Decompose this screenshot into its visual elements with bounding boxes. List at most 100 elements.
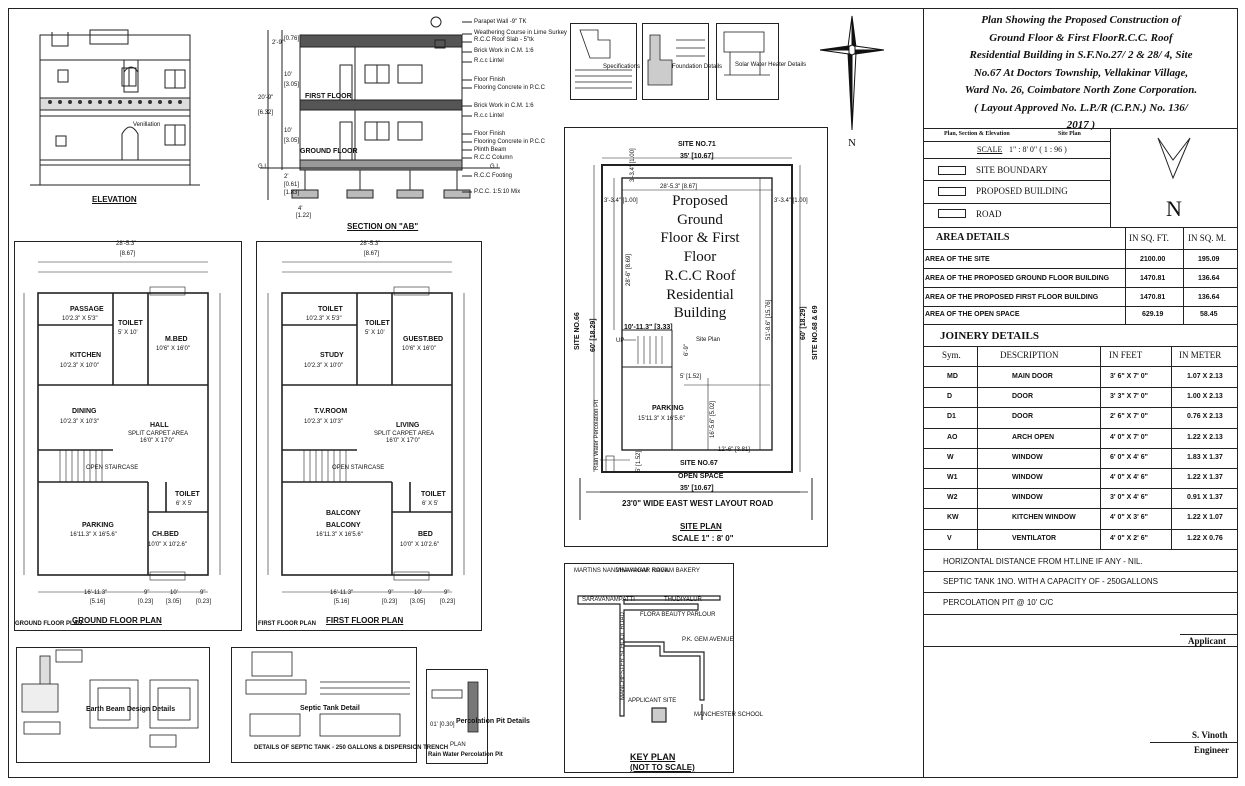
joinery-desc: WINDOW <box>1012 453 1043 461</box>
site-no-top: SITE NO.71 <box>678 141 716 148</box>
joinery-desc: VENTILATOR <box>1012 534 1057 542</box>
ff-staircase: OPEN STAIRCASE <box>332 465 385 471</box>
divider <box>923 227 1238 228</box>
gf-room-hall-area: SPLIT CARPET AREA <box>128 431 189 437</box>
ff-room-study: STUDY <box>320 352 344 359</box>
joinery-meter: 1.22 X 0.76 <box>1187 534 1223 542</box>
ff-room-balcony2: BALCONY <box>326 522 361 529</box>
legend-header-left: Plan, Section & Elevation <box>944 131 1010 137</box>
joinery-sym: V <box>947 534 952 542</box>
title-line-3: Residential Building in S.F.No.27/ 2 & 2… <box>969 49 1193 61</box>
divider <box>923 141 1110 142</box>
note-3: PERCOLATION PIT @ 10' C/C <box>943 598 1054 607</box>
ff-room-guestbed: GUEST.BED <box>403 336 444 343</box>
joinery-feet: 2' 6" X 7' 0" <box>1110 413 1148 421</box>
solar-label: Solar Water Heater Details <box>735 62 807 68</box>
solar-box <box>716 23 779 100</box>
kp-place-9: MANCHESTER SCHOOL <box>694 712 764 718</box>
ff-room-tvroom: T.V.ROOM <box>314 408 348 415</box>
joinery-sym: MD <box>947 373 958 380</box>
area-row-1-sqft: 2100.00 <box>1140 256 1166 263</box>
divider <box>1125 227 1126 325</box>
gf-bottom-dim-4: 9" <box>200 590 206 596</box>
section-callout-5: R.c.c Lintel <box>474 58 504 64</box>
gf-bottom-dim-m-1: [5.16] <box>90 599 106 605</box>
ff-room-toilet3-size: 6' X 5' <box>422 501 439 507</box>
divider <box>923 427 1238 429</box>
joinery-meter: 1.22 X 1.37 <box>1187 474 1223 481</box>
percolation-plan: PLAN <box>450 742 466 748</box>
drawing-sheet <box>8 8 1238 778</box>
gf-bottom-dim-2: 9" <box>144 590 150 596</box>
site-bt-3: Floor & First <box>660 230 740 247</box>
joinery-sym: KW <box>947 514 959 522</box>
joinery-meter: 0.91 X 1.37 <box>1187 494 1223 502</box>
site-bldg-width: 28'-5.3" [8.67] <box>660 184 697 190</box>
divider <box>923 407 1238 409</box>
site-no: SITE NO.67 <box>680 460 718 467</box>
gf-room-passage-size: 10'2.3" X 5'3" <box>62 316 98 322</box>
divider <box>923 268 1238 269</box>
ff-room-toilet2: TOILET <box>365 320 390 327</box>
area-row-4-sqm: 58.45 <box>1200 311 1218 318</box>
joinery-feet: 4' 0" X 4' 6" <box>1110 474 1148 481</box>
site-open-space: OPEN SPACE <box>678 473 724 480</box>
section-dim-11: [1.83] <box>284 190 300 196</box>
site-scale: SCALE 1" : 8' 0" <box>672 534 734 543</box>
section-caption: SECTION ON "AB" <box>347 222 419 231</box>
divider <box>923 346 1238 347</box>
divider <box>1183 227 1184 325</box>
joinery-feet: 4' 0" X 7' 0" <box>1110 433 1148 441</box>
section-dim-13: [1.22] <box>296 213 312 219</box>
section-dim-8: [6.32] <box>258 110 274 116</box>
legend-item-site: SITE BOUNDARY <box>976 165 1048 175</box>
area-row-1-label: AREA OF THE SITE <box>925 256 990 263</box>
site-bottom-dim: 35' [10.67] <box>680 485 714 492</box>
legend-item-road: ROAD <box>976 209 1002 219</box>
area-row-2-sqft: 1470.81 <box>1140 275 1166 282</box>
site-dim-12: 12'-6" [3.81] <box>718 447 750 453</box>
site-top-dim: 35' [10.67] <box>680 153 714 160</box>
divider <box>977 346 978 549</box>
septic-label: Septic Tank Detail <box>300 705 360 712</box>
gf-room-toilet: TOILET <box>118 320 143 327</box>
ff-bottom-dim-3: 10' <box>414 590 422 596</box>
section-dim-2: 10' <box>284 72 292 78</box>
joinery-title: JOINERY DETAILS <box>940 330 1039 342</box>
title-line-5: Ward No. 26, Coimbatore North Zone Corpo… <box>964 84 1198 96</box>
area-row-2-label: AREA OF THE PROPOSED GROUND FLOOR BUILDI… <box>925 275 1110 282</box>
divider <box>923 366 1238 367</box>
section-ground-floor: GROUND FLOOR <box>300 148 358 155</box>
joinery-desc: KITCHEN WINDOW <box>1012 514 1076 522</box>
site-caption: SITE PLAN <box>680 522 722 531</box>
section-callout-4: Brick Work in C.M. 1:6 <box>474 48 534 54</box>
legend-swatch-building <box>938 187 966 196</box>
kp-sub: (NOT TO SCALE) <box>630 763 695 772</box>
joinery-desc: WINDOW <box>1012 474 1043 481</box>
gf-room-hall-size: 16'0" X 17'0" <box>140 438 174 444</box>
ff-bottom-dim-m-1: [5.16] <box>334 599 350 605</box>
legend-scale-value: 1" : 8' 0" ( 1 : 96 ) <box>1009 145 1067 154</box>
joinery-h-feet: IN FEET <box>1109 350 1143 360</box>
divider <box>923 468 1238 469</box>
site-bt-4: Floor <box>683 249 717 266</box>
site-road: 23'0" WIDE EAST WEST LAYOUT ROAD <box>622 499 774 508</box>
gf-caption: GROUND FLOOR PLAN <box>72 616 162 625</box>
gf-room-dining: DINING <box>72 408 97 415</box>
ff-room-guestbed-size: 10'6" X 16'0" <box>402 346 436 352</box>
area-row-1-sqm: 195.09 <box>1198 256 1220 263</box>
section-callout-15: P.C.C. 1:5:10 Mix <box>474 189 521 195</box>
foundation-label: Foundation Details <box>672 64 723 70</box>
section-first-floor: FIRST FLOOR <box>305 93 352 100</box>
joinery-meter: 1.22 X 1.07 <box>1187 514 1223 522</box>
legend-scale: SCALE <box>977 145 1003 154</box>
gf-room-kitchen: KITCHEN <box>70 352 102 359</box>
ff-bottom-dim-m-4: [0.23] <box>440 599 456 605</box>
divider <box>923 488 1238 490</box>
joinery-sym: D1 <box>947 413 956 421</box>
title-text: Plan Showing the Proposed Construction o… <box>930 12 1232 135</box>
section-callout-8: Brick Work in C.M. 1:6 <box>474 103 534 109</box>
